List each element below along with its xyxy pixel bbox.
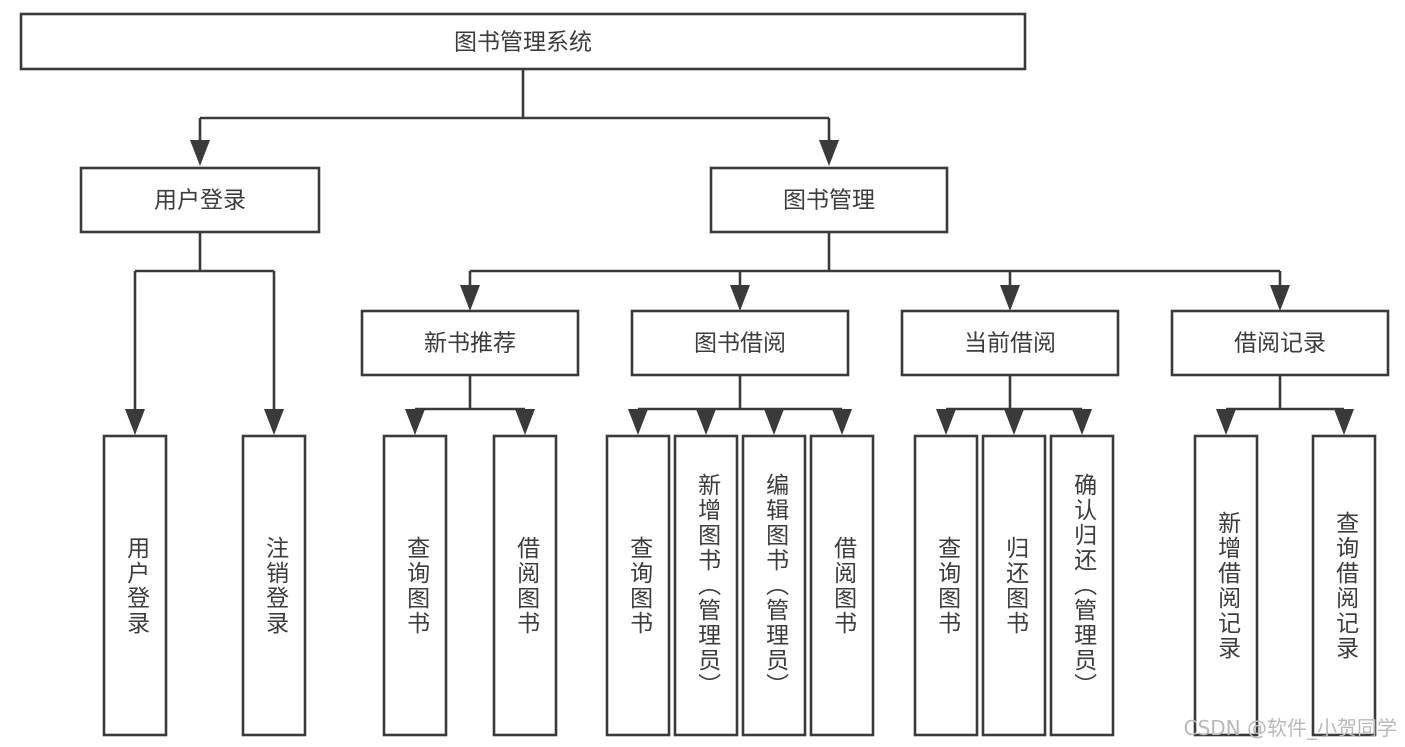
arrow-borrow-leaf-3 [764, 409, 784, 435]
leaf-box-current-2[interactable] [981, 434, 1047, 737]
leaf-box-user-login-1[interactable] [102, 434, 168, 737]
arrow-current-leaf-3 [1072, 409, 1092, 435]
connector-group-root [190, 69, 839, 166]
leaf-boxes-book-borrow [605, 434, 875, 737]
arrow-record-leaf-1 [1216, 409, 1236, 435]
connector-group-recommend [405, 375, 535, 435]
arrow-root-to-bookmgmt [819, 140, 839, 166]
leaf-box-recommend-1[interactable] [382, 434, 448, 737]
leaf-boxes-borrow-record [1193, 434, 1377, 737]
arrow-login-leaf-1 [125, 409, 145, 435]
leaf-boxes-new-book-recommend [382, 434, 558, 737]
arrow-record-leaf-2 [1334, 409, 1354, 435]
leaf-boxes-current-borrow [913, 434, 1115, 737]
node-root[interactable]: 图书管理系统 [19, 12, 1027, 71]
node-user-login[interactable]: 用户登录 [79, 166, 321, 234]
leaf-box-borrow-4[interactable] [809, 434, 875, 737]
arrow-recommend-leaf-2 [515, 409, 535, 435]
connector-group-current [936, 375, 1092, 435]
arrow-borrow-leaf-1 [628, 409, 648, 435]
node-borrow-record[interactable]: 借阅记录 [1170, 309, 1390, 377]
arrow-login-leaf-2 [264, 409, 284, 435]
node-book-borrow-box[interactable] [630, 309, 850, 377]
node-root-box[interactable] [19, 12, 1027, 71]
leaf-box-record-2[interactable] [1311, 434, 1377, 737]
arrow-recommend-leaf-1 [405, 409, 425, 435]
node-user-login-box[interactable] [79, 166, 321, 234]
leaf-box-borrow-3[interactable] [741, 434, 807, 737]
arrow-bm-to-record [1270, 285, 1290, 311]
leaf-boxes-user-login [102, 434, 307, 737]
leaf-box-record-1[interactable] [1193, 434, 1259, 737]
arrow-borrow-leaf-2 [696, 409, 716, 435]
arrow-bm-to-current [1000, 285, 1020, 311]
leaf-box-current-3[interactable] [1049, 434, 1115, 737]
node-user-login-label: 用户登录 [154, 188, 246, 214]
connector-group-record [1216, 375, 1354, 435]
node-new-book-recommend-box[interactable] [360, 309, 580, 377]
arrow-bm-to-recommend [460, 285, 480, 311]
node-book-management-box[interactable] [709, 166, 949, 234]
leaf-box-borrow-1[interactable] [605, 434, 671, 737]
leaf-box-current-1[interactable] [913, 434, 979, 737]
leaf-box-user-login-2[interactable] [241, 434, 307, 737]
node-book-borrow-label: 图书借阅 [694, 331, 786, 357]
node-current-borrow-box[interactable] [900, 309, 1120, 377]
leaf-box-recommend-2[interactable] [492, 434, 558, 737]
node-borrow-record-box[interactable] [1170, 309, 1390, 377]
node-book-borrow[interactable]: 图书借阅 [630, 309, 850, 377]
csdn-watermark: CSDN @软件_小贺同学 [1183, 716, 1397, 740]
connector-group-borrow [628, 375, 852, 435]
arrow-borrow-leaf-4 [832, 409, 852, 435]
node-current-borrow[interactable]: 当前借阅 [900, 309, 1120, 377]
arrow-bm-to-borrow [730, 285, 750, 311]
connector-group-login [125, 232, 284, 435]
arrow-root-to-login [190, 140, 210, 166]
node-book-management-label: 图书管理 [783, 188, 875, 214]
node-new-book-recommend-label: 新书推荐 [424, 331, 516, 357]
node-borrow-record-label: 借阅记录 [1234, 331, 1326, 357]
arrow-current-leaf-1 [936, 409, 956, 435]
node-current-borrow-label: 当前借阅 [964, 331, 1056, 357]
node-root-label: 图书管理系统 [454, 30, 592, 56]
arrow-current-leaf-2 [1004, 409, 1024, 435]
leaf-box-borrow-2[interactable] [673, 434, 739, 737]
node-book-management[interactable]: 图书管理 [709, 166, 949, 234]
connector-group-bookmgmt [460, 232, 1290, 311]
node-new-book-recommend[interactable]: 新书推荐 [360, 309, 580, 377]
